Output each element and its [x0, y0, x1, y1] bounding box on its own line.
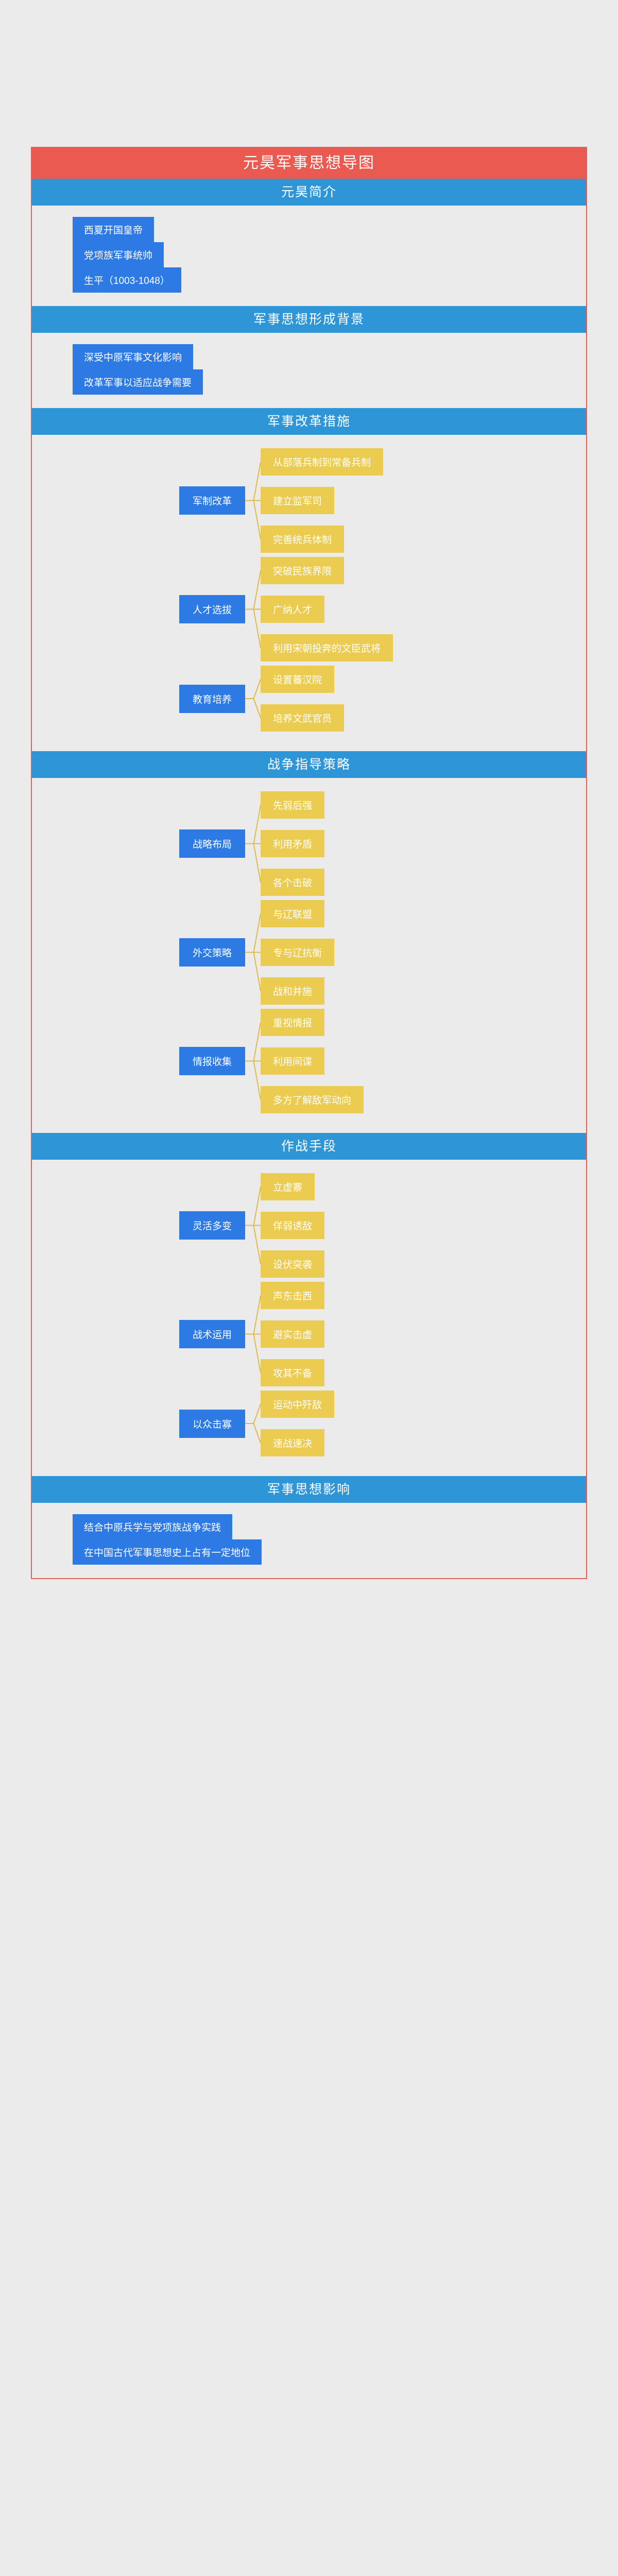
branch-parent-column: 战术运用 — [32, 1320, 253, 1348]
branch-parent-node[interactable]: 教育培养 — [179, 684, 245, 713]
branch-parent-node[interactable]: 战略布局 — [179, 829, 245, 858]
branch-children-column: 声东击西避实击虚攻其不备 — [253, 1282, 586, 1386]
branch-group: 以众击寡运动中歼敌速战速决 — [32, 1391, 586, 1456]
branch-child-node[interactable]: 培养文武官员 — [261, 704, 345, 732]
mindmap-node[interactable]: 深受中原军事文化影响 — [73, 344, 194, 369]
node-row: 西夏开国皇帝 — [73, 217, 586, 242]
section-header: 军事改革措施 — [32, 408, 586, 435]
branch-group: 军制改革从部落兵制到常备兵制建立监军司完善统兵体制 — [32, 448, 586, 553]
section-header: 战争指导策略 — [32, 751, 586, 778]
branch-children-column: 运动中歼敌速战速决 — [253, 1391, 586, 1456]
branch-child-node[interactable]: 完善统兵体制 — [261, 526, 345, 553]
branch-group: 外交策略与辽联盟专与辽抗衡战和并施 — [32, 900, 586, 1005]
branch-parent-column: 以众击寡 — [32, 1409, 253, 1438]
branch-children-column: 突破民族界限广纳人才利用宋朝投奔的文臣武将 — [253, 557, 586, 662]
branch-parent-column: 军制改革 — [32, 486, 253, 515]
branch-group: 战略布局先弱后强利用矛盾各个击破 — [32, 791, 586, 896]
branch-child-node[interactable]: 专与辽抗衡 — [261, 939, 335, 966]
branch-children-column: 设置蕃汉院培养文武官员 — [253, 666, 586, 732]
branch-children-column: 立虚寨佯弱诱敌设伏突袭 — [253, 1173, 586, 1278]
branch-child-node[interactable]: 避实击虚 — [261, 1320, 325, 1348]
branch-parent-column: 灵活多变 — [32, 1211, 253, 1240]
node-row: 在中国古代军事思想史上占有一定地位 — [73, 1539, 586, 1565]
branch-children-column: 与辽联盟专与辽抗衡战和并施 — [253, 900, 586, 1005]
branch-parent-node[interactable]: 人才选拔 — [179, 595, 245, 623]
branch-child-node[interactable]: 利用间谍 — [261, 1047, 325, 1075]
branch-group: 人才选拔突破民族界限广纳人才利用宋朝投奔的文臣武将 — [32, 557, 586, 662]
branch-child-node[interactable]: 与辽联盟 — [261, 900, 325, 927]
branch-parent-column: 外交策略 — [32, 938, 253, 967]
section-header: 作战手段 — [32, 1133, 586, 1160]
branch-group: 灵活多变立虚寨佯弱诱敌设伏突袭 — [32, 1173, 586, 1278]
branch-child-node[interactable]: 重视情报 — [261, 1009, 325, 1036]
node-list: 结合中原兵学与党项族战争实践在中国古代军事思想史上占有一定地位 — [32, 1514, 586, 1565]
mindmap-node[interactable]: 西夏开国皇帝 — [73, 217, 154, 242]
mindmap-frame: 元昊军事思想导图 元昊简介西夏开国皇帝党项族军事统帅生平（1003-1048） 军… — [31, 147, 587, 1579]
branch-child-node[interactable]: 突破民族界限 — [261, 557, 345, 584]
branch-child-node[interactable]: 利用宋朝投奔的文臣武将 — [261, 634, 393, 662]
branch-parent-node[interactable]: 战术运用 — [179, 1320, 245, 1348]
branch-group: 战术运用声东击西避实击虚攻其不备 — [32, 1282, 586, 1386]
branch-parent-node[interactable]: 外交策略 — [179, 938, 245, 967]
branch-child-node[interactable]: 多方了解敌军动向 — [261, 1086, 364, 1113]
branch-children-column: 先弱后强利用矛盾各个击破 — [253, 791, 586, 896]
section-body: 战略布局先弱后强利用矛盾各个击破外交策略与辽联盟专与辽抗衡战和并施情报收集重视情… — [32, 778, 586, 1133]
branch-child-node[interactable]: 速战速决 — [261, 1429, 325, 1456]
branch-parent-node[interactable]: 以众击寡 — [179, 1409, 245, 1438]
branch-group: 教育培养设置蕃汉院培养文武官员 — [32, 666, 586, 732]
mindmap-node[interactable]: 改革军事以适应战争需要 — [73, 369, 203, 395]
mindmap-node[interactable]: 结合中原兵学与党项族战争实践 — [73, 1514, 233, 1539]
node-row: 深受中原军事文化影响 — [73, 344, 586, 369]
branch-child-node[interactable]: 利用矛盾 — [261, 830, 325, 857]
branch-parent-column: 教育培养 — [32, 684, 253, 713]
section-body: 结合中原兵学与党项族战争实践在中国古代军事思想史上占有一定地位 — [32, 1503, 586, 1578]
branch-child-node[interactable]: 各个击破 — [261, 869, 325, 896]
sections-container: 元昊简介西夏开国皇帝党项族军事统帅生平（1003-1048） 军事思想形成背景深受… — [32, 179, 586, 1578]
branch-child-node[interactable]: 佯弱诱敌 — [261, 1212, 325, 1239]
mindmap-node[interactable]: 在中国古代军事思想史上占有一定地位 — [73, 1539, 262, 1565]
branch-parent-column: 战略布局 — [32, 829, 253, 858]
node-row: 改革军事以适应战争需要 — [73, 369, 586, 395]
branch-child-node[interactable]: 立虚寨 — [261, 1173, 315, 1200]
branch-child-node[interactable]: 战和并施 — [261, 977, 325, 1005]
mindmap-node[interactable]: 党项族军事统帅 — [73, 242, 164, 267]
node-row: 生平（1003-1048） — [73, 267, 586, 293]
branch-child-node[interactable]: 从部落兵制到常备兵制 — [261, 448, 384, 476]
node-row: 结合中原兵学与党项族战争实践 — [73, 1514, 586, 1539]
branch-parent-node[interactable]: 军制改革 — [179, 486, 245, 515]
branch-child-node[interactable]: 设置蕃汉院 — [261, 666, 335, 693]
branch-child-node[interactable]: 声东击西 — [261, 1282, 325, 1309]
section-body: 灵活多变立虚寨佯弱诱敌设伏突袭战术运用声东击西避实击虚攻其不备以众击寡运动中歼敌… — [32, 1160, 586, 1476]
branch-child-node[interactable]: 广纳人才 — [261, 596, 325, 623]
section-header: 军事思想形成背景 — [32, 306, 586, 333]
branch-child-node[interactable]: 运动中歼敌 — [261, 1391, 335, 1418]
section-body: 西夏开国皇帝党项族军事统帅生平（1003-1048） — [32, 206, 586, 306]
branch-child-node[interactable]: 设伏突袭 — [261, 1250, 325, 1278]
branch-group: 情报收集重视情报利用间谍多方了解敌军动向 — [32, 1009, 586, 1113]
branch-children-column: 重视情报利用间谍多方了解敌军动向 — [253, 1009, 586, 1113]
section-body: 军制改革从部落兵制到常备兵制建立监军司完善统兵体制人才选拔突破民族界限广纳人才利… — [32, 435, 586, 751]
branch-parent-node[interactable]: 灵活多变 — [179, 1211, 245, 1240]
node-list: 深受中原军事文化影响改革军事以适应战争需要 — [32, 344, 586, 395]
branch-child-node[interactable]: 先弱后强 — [261, 791, 325, 819]
branch-parent-column: 情报收集 — [32, 1047, 253, 1075]
branch-child-node[interactable]: 攻其不备 — [261, 1359, 325, 1386]
branch-parent-node[interactable]: 情报收集 — [179, 1047, 245, 1075]
section-body: 深受中原军事文化影响改革军事以适应战争需要 — [32, 333, 586, 408]
branch-child-node[interactable]: 建立监军司 — [261, 487, 335, 514]
node-list: 西夏开国皇帝党项族军事统帅生平（1003-1048） — [32, 217, 586, 293]
branch-children-column: 从部落兵制到常备兵制建立监军司完善统兵体制 — [253, 448, 586, 553]
node-row: 党项族军事统帅 — [73, 242, 586, 267]
mindmap-node[interactable]: 生平（1003-1048） — [73, 267, 181, 293]
branch-parent-column: 人才选拔 — [32, 595, 253, 623]
page-title: 元昊军事思想导图 — [32, 148, 586, 179]
section-header: 元昊简介 — [32, 179, 586, 206]
section-header: 军事思想影响 — [32, 1476, 586, 1503]
